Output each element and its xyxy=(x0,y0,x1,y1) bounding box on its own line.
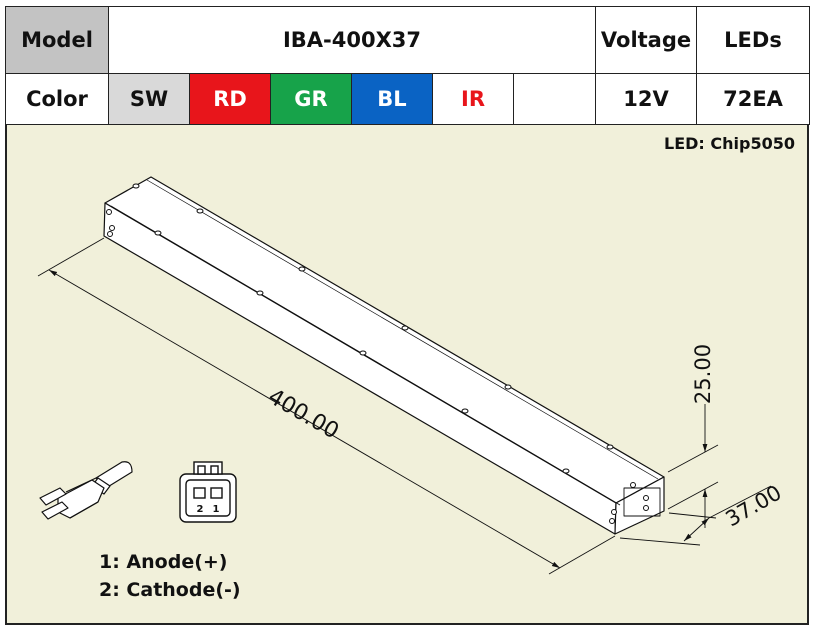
model-value: IBA-400X37 xyxy=(107,6,597,74)
dim-length xyxy=(37,237,616,575)
model-label: Model xyxy=(5,6,109,74)
pin-2-cathode: 2: Cathode(-) xyxy=(99,579,241,601)
dim-length-label: 400.00 xyxy=(264,384,343,444)
voltage-label: Voltage xyxy=(595,6,698,74)
color-swatch-gr: GR xyxy=(270,73,352,125)
connector-front xyxy=(179,461,237,523)
led-chip-note: LED: Chip5050 xyxy=(664,134,795,153)
dim-width-label: 37.00 xyxy=(721,481,785,532)
color-swatch-rd: RD xyxy=(189,73,271,125)
bar-groove-line xyxy=(110,205,621,506)
dim-height xyxy=(667,404,719,528)
connector-pin-2-label: 2 xyxy=(197,504,204,515)
voltage-value: 12V xyxy=(595,73,698,125)
leds-label: LEDs xyxy=(696,6,811,74)
leds-value: 72EA xyxy=(696,73,811,125)
color-swatch-sw: SW xyxy=(108,73,190,125)
pin-1-anode: 1: Anode(+) xyxy=(99,551,228,573)
bar-end-face xyxy=(614,476,665,535)
pin-legend: 1: Anode(+) 2: Cathode(-) xyxy=(99,548,241,604)
color-swatch-bl: BL xyxy=(351,73,433,125)
dim-height-label: 25.00 xyxy=(691,344,715,404)
bar-end-plate xyxy=(623,487,661,517)
spec-table: Model IBA-400X37 Voltage LEDs Color SW R… xyxy=(5,6,811,125)
connector-plug xyxy=(39,461,133,520)
connector-pin-1-label: 1 xyxy=(213,504,220,515)
dim-width xyxy=(619,485,772,546)
technical-drawing: 400.00 25.00 37.00 2 1 xyxy=(37,176,786,575)
color-swatch-ir: IR xyxy=(432,73,514,125)
color-label: Color xyxy=(5,73,109,125)
color-swatch-empty xyxy=(512,73,597,125)
bar-top-face xyxy=(104,176,665,504)
